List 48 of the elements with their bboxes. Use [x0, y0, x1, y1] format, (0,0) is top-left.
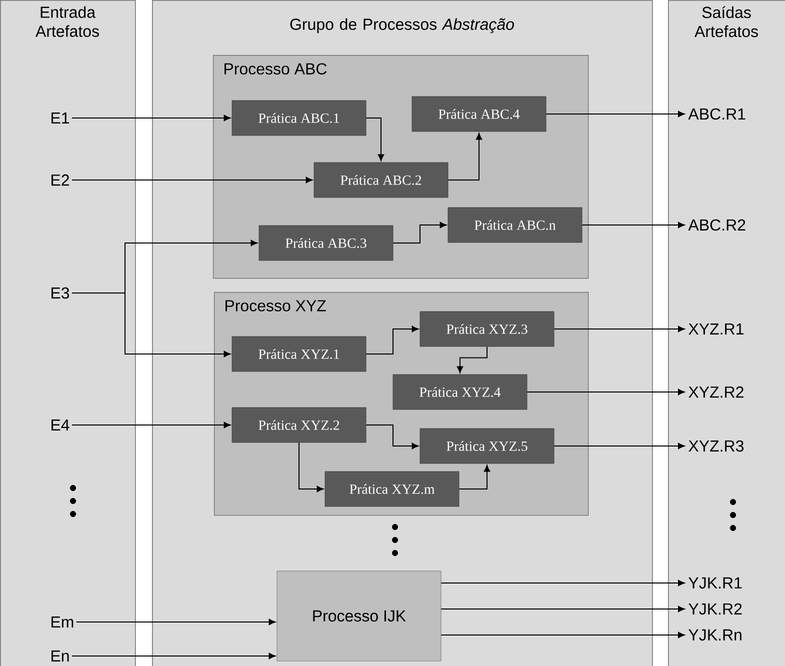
arrow: [298, 442, 324, 492]
arrow: [71, 652, 276, 660]
practice-box: Prática ABC.1: [232, 100, 366, 136]
output-label: YJK.Rn: [688, 629, 742, 641]
arrow: [448, 132, 482, 180]
practice-box: Prática XYZ.m: [324, 471, 460, 507]
output-label: ABC.R2: [688, 219, 746, 231]
arrow: [392, 222, 447, 244]
output-label: XYZ.R3: [688, 440, 744, 452]
practice-box: Prática ABC.2: [314, 162, 448, 198]
output-label: YJK.R2: [688, 603, 742, 615]
practice-box: Prática XYZ.4: [392, 374, 528, 410]
practice-box: Prática ABC.n: [448, 207, 582, 243]
arrow: [546, 110, 685, 118]
output-label: XYZ.R1: [688, 324, 744, 334]
input-label: E2: [52, 174, 69, 186]
arrow: [440, 580, 685, 586]
practice-box: Prática XYZ.3: [420, 311, 554, 347]
practice-box: Prática XYZ.5: [420, 428, 554, 464]
arrow: [366, 118, 384, 161]
input-label: Em: [52, 616, 74, 628]
arrow: [458, 464, 490, 490]
output-label: ABC.R1: [688, 108, 746, 120]
arrow: [71, 422, 231, 428]
input-label: En: [52, 650, 69, 662]
practice-box: Prática XYZ.2: [232, 407, 366, 443]
arrow: [526, 388, 685, 396]
arrow: [456, 346, 488, 373]
arrow: [71, 114, 231, 122]
input-label: E4: [52, 420, 70, 430]
arrow: [71, 292, 231, 358]
practice-box: Prática ABC.4: [412, 96, 546, 132]
arrow: [71, 176, 313, 184]
input-label: E1: [52, 112, 69, 124]
arrow: [440, 606, 685, 612]
arrow: [366, 424, 419, 450]
arrow: [582, 222, 685, 228]
input-label: E3: [52, 287, 70, 299]
arrow: [366, 326, 419, 354]
arrow: [554, 326, 685, 332]
output-label: YJK.R1: [688, 577, 742, 589]
arrow: [554, 442, 685, 450]
process-box: Processo IJK: [276, 570, 442, 662]
arrow: [76, 618, 276, 626]
practice-box: Prática ABC.3: [258, 225, 394, 261]
arrow: [440, 632, 685, 638]
output-label: XYZ.R2: [688, 386, 744, 398]
practice-box: Prática XYZ.1: [232, 336, 366, 372]
